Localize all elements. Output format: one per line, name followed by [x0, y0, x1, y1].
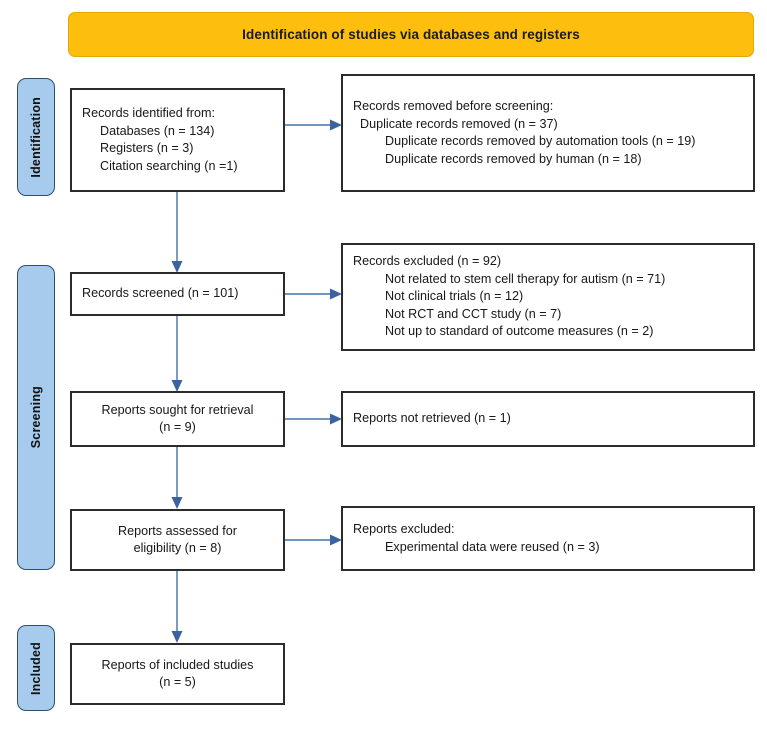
- connector-screened-to-excluded: [285, 287, 343, 301]
- box-line: Registers (n = 3): [100, 141, 194, 155]
- box-line: Reports assessed for: [118, 523, 237, 538]
- connector-assessed-to-excluded-reports: [285, 533, 343, 547]
- phase-label-included: Included: [29, 641, 43, 695]
- phase-bar-screening: Screening: [17, 265, 55, 570]
- box-line: Citation searching (n =1): [100, 158, 238, 173]
- box-line: Not clinical trials (n = 12): [385, 289, 524, 304]
- box-line: Not related to stem cell therapy for aut…: [385, 271, 666, 286]
- phase-label-screening: Screening: [29, 386, 43, 449]
- box-reports-of-included-studies: Reports of included studies (n = 5): [70, 643, 285, 705]
- connector-identified-to-screened: [170, 192, 184, 274]
- box-reports-excluded: Reports excluded: Experimental data were…: [341, 506, 755, 571]
- box-line: Records identified from:: [82, 106, 215, 120]
- box-line: (n = 9): [159, 420, 196, 434]
- box-line: Not up to standard of outcome measures (…: [385, 324, 654, 339]
- box-reports-not-retrieved: Reports not retrieved (n = 1): [341, 391, 755, 447]
- phase-bar-included: Included: [17, 625, 55, 711]
- box-line: Duplicate records removed by human (n = …: [385, 151, 642, 166]
- box-records-screened: Records screened (n = 101): [70, 272, 285, 316]
- box-line: Experimental data were reused (n = 3): [385, 539, 600, 554]
- box-line: Records screened (n = 101): [82, 286, 239, 301]
- box-records-excluded: Records excluded (n = 92) Not related to…: [341, 243, 755, 351]
- box-records-identified-from: Records identified from: Databases (n = …: [70, 88, 285, 192]
- box-reports-sought-for-retrieval: Reports sought for retrieval (n = 9): [70, 391, 285, 447]
- connector-identified-to-removed: [285, 118, 343, 132]
- box-line: Not RCT and CCT study (n = 7): [385, 306, 562, 321]
- connector-sought-to-assessed: [170, 447, 184, 510]
- diagram-banner: Identification of studies via databases …: [68, 12, 754, 57]
- connector-screened-to-sought: [170, 316, 184, 393]
- box-line: Reports sought for retrieval: [101, 402, 254, 417]
- phase-label-identification: Identification: [29, 96, 43, 178]
- box-line: eligibility (n = 8): [133, 541, 222, 555]
- box-reports-assessed-for-eligibility: Reports assessed for eligibility (n = 8): [70, 509, 285, 571]
- box-line: Records excluded (n = 92): [353, 254, 502, 269]
- box-line: Records removed before screening:: [353, 99, 554, 113]
- box-line: Duplicate records removed by automation …: [385, 134, 696, 148]
- box-line: Databases (n = 134): [100, 123, 215, 138]
- box-line: Reports not retrieved (n = 1): [353, 411, 511, 426]
- box-records-removed-before-screening: Records removed before screening: Duplic…: [341, 74, 755, 192]
- connector-sought-to-not-retrieved: [285, 412, 343, 426]
- box-line: Reports of included studies: [101, 657, 254, 672]
- box-line: Reports excluded:: [353, 522, 455, 536]
- banner-title: Identification of studies via databases …: [242, 27, 580, 42]
- phase-bar-identification: Identification: [17, 78, 55, 196]
- box-line: Duplicate records removed (n = 37): [360, 116, 558, 131]
- connector-assessed-to-included: [170, 571, 184, 644]
- box-line: (n = 5): [159, 675, 196, 689]
